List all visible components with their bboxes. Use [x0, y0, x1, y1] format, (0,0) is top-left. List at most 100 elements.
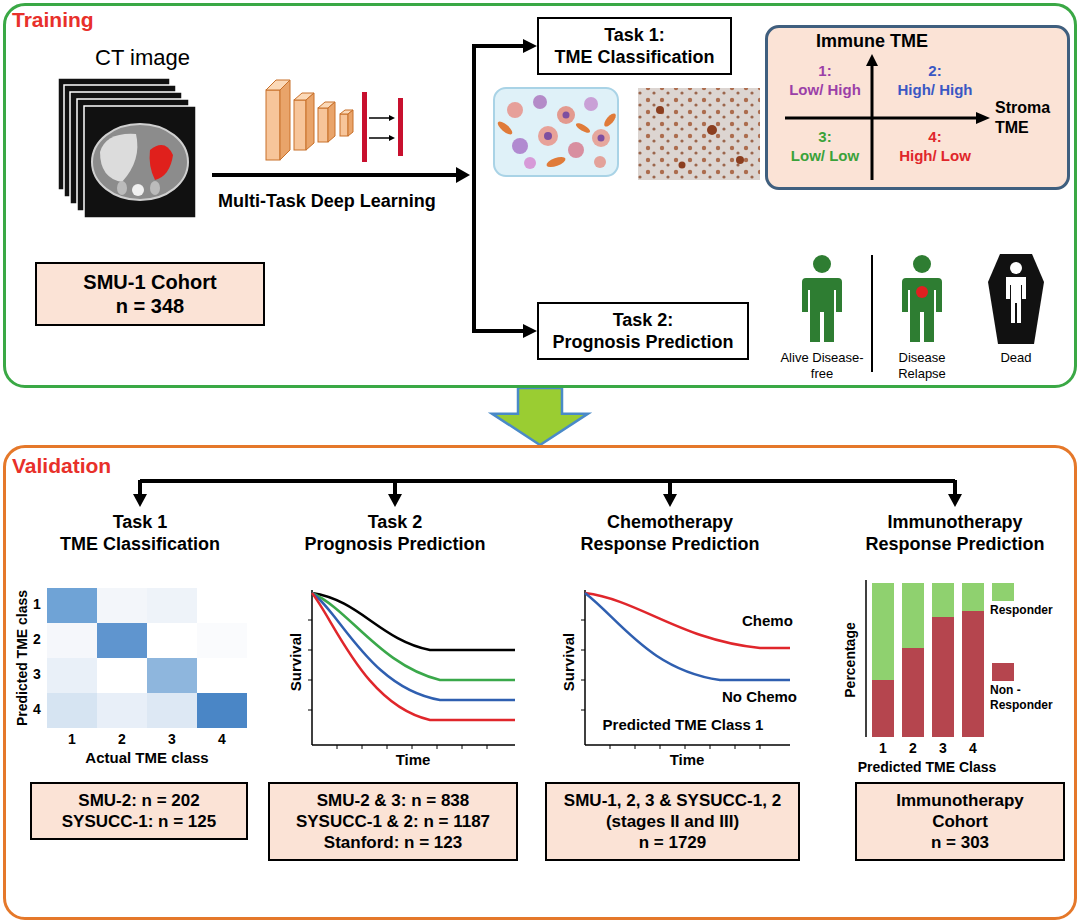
- net-arrow: [369, 117, 390, 119]
- flow-line: [140, 479, 955, 483]
- dense-layer: [362, 92, 367, 162]
- axis-label: Low/ Low: [791, 147, 859, 165]
- label: CT image: [95, 44, 190, 71]
- label: 2: [909, 740, 917, 757]
- box-text: SMU-1, 2, 3 & SYSUCC-1, 2: [557, 790, 788, 811]
- flow-line: [138, 480, 142, 496]
- histology-image: [638, 88, 760, 180]
- matrix-cell: [197, 623, 247, 658]
- flow-line: [472, 44, 525, 48]
- axis-line: [785, 117, 978, 120]
- survival-curve: [585, 593, 790, 680]
- panel-heading: Immune TME: [816, 30, 928, 52]
- cohort-box: SMU-2 & 3: n = 838SYSUCC-1 & 2: n = 1187…: [268, 782, 518, 861]
- ct-tumor: [150, 145, 173, 180]
- axis-head: [866, 54, 878, 66]
- box-text: SMU-1 Cohort: [47, 270, 253, 294]
- matrix-cell: [197, 588, 247, 623]
- box-text: SYSUCC-1: n = 125: [42, 811, 236, 832]
- box-text: Stanford: n = 123: [280, 832, 506, 853]
- cell: [507, 102, 523, 118]
- stain-blob: [656, 106, 664, 114]
- flow-line: [393, 480, 397, 496]
- box-text: n = 1729: [557, 832, 788, 853]
- layer-block: [318, 108, 328, 142]
- confusion-matrix: [47, 588, 247, 728]
- block-arrow: [492, 388, 588, 445]
- coffin: [988, 254, 1044, 344]
- label: 3: [168, 731, 176, 748]
- cell: [568, 142, 584, 158]
- person-head: [1010, 262, 1022, 274]
- cell: [594, 156, 606, 168]
- survival-curve: [312, 593, 515, 720]
- bar: [962, 583, 984, 611]
- quadrant-chart: [765, 25, 1070, 190]
- axis-label: High/ High: [898, 81, 973, 99]
- cell: [512, 138, 528, 154]
- bar: [902, 648, 924, 737]
- label: 3: [939, 740, 947, 757]
- network-icon: [266, 80, 353, 160]
- label: 4: [969, 740, 977, 757]
- layer-block: [328, 102, 335, 142]
- cell-ground: [494, 88, 618, 176]
- label: Task 1: [113, 511, 168, 533]
- box-text: SMU-2: n = 202: [42, 790, 236, 811]
- stroma-cell: [496, 120, 514, 137]
- axis-label: Stroma TME: [995, 98, 1050, 138]
- separator: [871, 255, 873, 372]
- label: Alive Disease-free: [777, 350, 867, 382]
- cohort-box: SMU-1, 2, 3 & SYSUCC-1, 2(stages II and …: [545, 782, 800, 861]
- label: Chemo: [742, 612, 793, 630]
- layer-block: [266, 90, 280, 160]
- histology-stain: [638, 88, 760, 180]
- legend-text: Responder: [990, 603, 1070, 618]
- axis-label: Low/ High: [789, 81, 861, 99]
- cell: [533, 95, 547, 109]
- person-body: [902, 278, 942, 342]
- ct-liver: [100, 134, 137, 182]
- box-text: Prognosis Prediction: [549, 331, 737, 353]
- ct-slice: [84, 106, 196, 218]
- axis-line: [865, 580, 867, 737]
- box-text: (stages II and III): [557, 811, 788, 832]
- survival-curve: [312, 593, 515, 680]
- label: 4: [218, 731, 226, 748]
- stain-blob: [707, 125, 717, 135]
- axis-label: 1:: [818, 62, 831, 80]
- nucleus: [598, 135, 605, 142]
- flow-line: [953, 480, 957, 496]
- label: No Chemo: [722, 688, 797, 706]
- bar: [902, 583, 924, 648]
- matrix-cell: [97, 588, 147, 623]
- label: Time: [396, 751, 431, 769]
- label: TME Classification: [60, 533, 220, 555]
- arrow-head: [663, 494, 677, 507]
- cell-illustration: [494, 88, 618, 176]
- cell: [584, 97, 598, 111]
- matrix-cell: [147, 658, 197, 693]
- tme-quadrant-panel: Immune TMEStroma TME1:Low/ High2:High/ H…: [765, 25, 1070, 190]
- person-head: [913, 255, 931, 273]
- bar: [932, 617, 954, 737]
- bar: [962, 611, 984, 737]
- box-text: n = 348: [47, 294, 253, 318]
- cohort-box: SMU-2: n = 202SYSUCC-1: n = 125: [30, 782, 248, 840]
- matrix-cell: [97, 693, 147, 728]
- bar: [872, 583, 894, 680]
- matrix-cell: [47, 658, 97, 693]
- label: Task 2: [368, 511, 423, 533]
- legend-swatch: [992, 583, 1014, 601]
- panel-heading: Validation: [12, 453, 111, 479]
- axis-line: [584, 590, 586, 745]
- cell: [524, 157, 536, 169]
- label: Response Prediction: [580, 533, 759, 555]
- net-arrow: [369, 137, 390, 139]
- dense-layer: [398, 98, 403, 156]
- task-box: Task 2:Prognosis Prediction: [537, 302, 749, 360]
- label: Percentage: [842, 622, 859, 697]
- stain-blob: [679, 162, 686, 169]
- label: 2: [118, 731, 126, 748]
- arrow-head: [456, 167, 470, 183]
